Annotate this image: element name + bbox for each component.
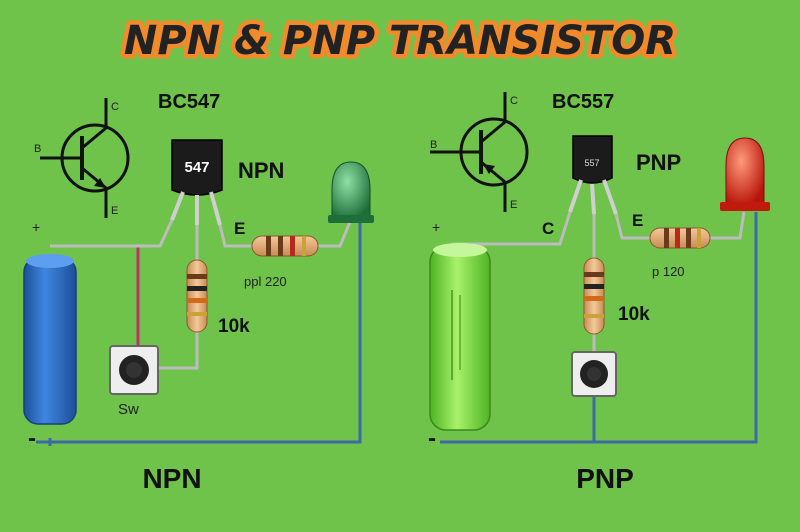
npn-minus-sign: -	[28, 425, 36, 452]
pnp-part-number: BC557	[552, 91, 614, 113]
npn-switch-label: Sw	[118, 401, 139, 418]
npn-base-resistor-label: 10k	[218, 316, 250, 337]
npn-emitter-label: E	[234, 219, 245, 238]
npn-pin-b: B	[34, 143, 41, 155]
pnp-base-resistor	[583, 257, 605, 335]
pnp-bottom-label: PNP	[576, 463, 634, 494]
pnp-plus-sign: +	[432, 219, 440, 235]
pnp-transistor-symbol	[430, 92, 529, 212]
pnp-pin-c: C	[510, 95, 518, 107]
npn-battery	[23, 254, 77, 425]
pnp-pin-b: B	[430, 139, 437, 151]
pnp-minus-sign: -	[428, 425, 436, 452]
npn-part-number: BC547	[158, 91, 220, 113]
page-title: NPN & PNP TRANSISTOR	[124, 18, 676, 64]
pnp-emitter-resistor	[649, 227, 711, 249]
pnp-battery	[429, 243, 491, 431]
npn-transistor-package	[170, 139, 223, 226]
pnp-base-resistor-label: 10k	[618, 304, 650, 325]
npn-base-resistor	[186, 259, 208, 333]
npn-green-led	[328, 161, 374, 223]
npn-pin-c: C	[111, 101, 119, 113]
pnp-type-label: PNP	[636, 150, 681, 175]
npn-type-label: NPN	[238, 158, 284, 183]
pnp-package-text: 557	[584, 158, 599, 168]
pnp-battery-print	[451, 290, 461, 380]
npn-bottom-label: NPN	[142, 463, 201, 494]
npn-resistor-label: ppl 220	[244, 274, 287, 289]
pnp-emitter-label: E	[632, 211, 643, 230]
pnp-push-switch	[571, 351, 617, 397]
npn-transistor-symbol	[40, 98, 130, 218]
npn-push-switch	[109, 345, 159, 395]
pnp-red-led	[720, 137, 770, 211]
npn-wires	[36, 219, 362, 446]
npn-plus-sign: +	[32, 219, 40, 235]
npn-emitter-resistor	[251, 235, 319, 257]
pnp-collector-label: C	[542, 219, 554, 238]
npn-pin-e: E	[111, 205, 118, 217]
pnp-resistor-label: p 120	[652, 264, 685, 279]
title-glow: NPN & PNP TRANSISTOR	[124, 18, 676, 64]
npn-package-text: 547	[184, 159, 209, 176]
pnp-pin-e: E	[510, 199, 517, 211]
pnp-transistor-package	[568, 135, 618, 215]
